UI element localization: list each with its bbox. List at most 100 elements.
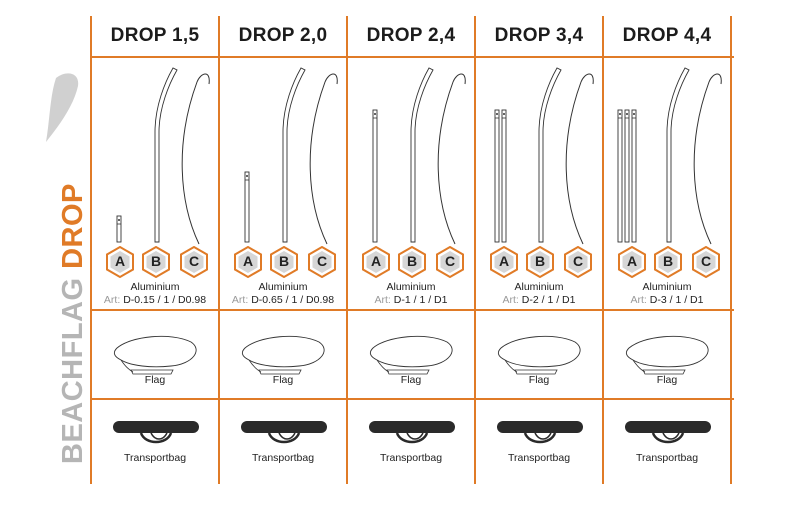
part-c-hex-icon: C xyxy=(435,246,465,278)
article-value: D-3 / 1 / D1 xyxy=(649,294,704,306)
flag-illustration xyxy=(369,335,453,375)
pole-a-segment xyxy=(624,109,630,243)
pole-b-curved xyxy=(154,67,178,243)
pole-a-segment xyxy=(494,109,500,243)
part-letter: B xyxy=(534,253,546,269)
column-divider xyxy=(346,16,348,484)
article-value: D-1 / 1 / D1 xyxy=(393,294,448,306)
part-badges: A B C xyxy=(347,246,475,278)
article-number: Art: D-1 / 1 / D1 xyxy=(347,294,475,306)
part-b-hex-icon: B xyxy=(397,246,427,278)
part-letter: A xyxy=(242,253,254,269)
article-label: Art: xyxy=(502,294,519,306)
part-letter: B xyxy=(406,253,418,269)
pole-a-segment xyxy=(501,109,507,243)
pole-c-arc xyxy=(565,73,594,245)
part-a-hex-icon: A xyxy=(233,246,263,278)
brand-sidebar: BEACHFLAG DROP xyxy=(0,0,90,500)
product-title: DROP 2,0 xyxy=(238,25,328,46)
flag-illustration xyxy=(625,335,709,375)
part-letter: C xyxy=(188,253,200,269)
part-a-hex-icon: A xyxy=(489,246,519,278)
part-letter: A xyxy=(114,253,126,269)
pole-a-segment xyxy=(631,109,637,243)
part-letter: B xyxy=(662,253,674,269)
flag-illustration xyxy=(241,335,325,375)
pole-b-curved xyxy=(538,67,562,243)
pole-a-segment xyxy=(617,109,623,243)
material-label: Aluminium xyxy=(130,281,180,293)
part-a-hex-icon: A xyxy=(617,246,647,278)
product-title: DROP 2,4 xyxy=(366,25,456,46)
part-c-hex-icon: C xyxy=(307,246,337,278)
flag-illustration xyxy=(497,335,581,375)
transportbag-illustration xyxy=(625,421,711,444)
pole-set-illustration xyxy=(372,67,466,245)
article-label: Art: xyxy=(103,294,121,306)
pole-b-curved xyxy=(666,67,690,243)
part-letter: A xyxy=(626,253,638,269)
pole-c-arc xyxy=(693,73,722,245)
article-value: D-0.15 / 1 / D0.98 xyxy=(123,294,207,306)
pole-c-arc xyxy=(437,73,466,245)
pole-c-arc xyxy=(181,73,210,245)
part-a-hex-icon: A xyxy=(105,246,135,278)
transportbag-label: Transportbag xyxy=(251,452,315,464)
row-divider xyxy=(90,398,734,400)
transportbag-illustration xyxy=(241,421,327,444)
column-divider xyxy=(90,16,92,484)
transportbag-illustration xyxy=(369,421,455,444)
article-number: Art: D-2 / 1 / D1 xyxy=(475,294,603,306)
part-letter: C xyxy=(316,253,328,269)
part-b-hex-icon: B xyxy=(653,246,683,278)
pole-b-curved xyxy=(410,67,434,243)
part-letter: C xyxy=(572,253,584,269)
pole-c-arc xyxy=(309,73,338,245)
transportbag-illustration xyxy=(113,421,199,444)
pole-set-illustration xyxy=(494,67,594,245)
transportbag-label: Transportbag xyxy=(635,452,699,464)
article-label: Art: xyxy=(231,294,249,306)
brand-word-drop: DROP xyxy=(57,183,89,269)
flag-label: Flag xyxy=(272,374,294,386)
transportbag-label: Transportbag xyxy=(123,452,187,464)
part-b-hex-icon: B xyxy=(269,246,299,278)
article-label: Art: xyxy=(630,294,647,306)
column-divider xyxy=(602,16,604,484)
pole-a-segment xyxy=(116,215,122,243)
part-letter: B xyxy=(150,253,162,269)
pole-a-segment xyxy=(372,109,378,243)
part-letter: C xyxy=(700,253,712,269)
material-label: Aluminium xyxy=(386,281,436,293)
part-c-hex-icon: C xyxy=(691,246,721,278)
pole-set-illustration xyxy=(116,67,210,245)
pole-a-segment xyxy=(244,171,250,243)
transportbag-label: Transportbag xyxy=(507,452,571,464)
brand-word-beachflag: BEACHFLAG xyxy=(57,269,89,464)
flag-illustration xyxy=(113,335,197,375)
part-a-hex-icon: A xyxy=(361,246,391,278)
flag-label: Flag xyxy=(528,374,550,386)
flag-label: Flag xyxy=(400,374,422,386)
part-b-hex-icon: B xyxy=(141,246,171,278)
article-number: Art: D-0.15 / 1 / D0.98 xyxy=(91,294,219,306)
part-c-hex-icon: C xyxy=(179,246,209,278)
pole-b-curved xyxy=(282,67,306,243)
column-divider xyxy=(474,16,476,484)
article-value: D-2 / 1 / D1 xyxy=(521,294,576,306)
product-title: DROP 4,4 xyxy=(622,25,712,46)
article-label: Art: xyxy=(374,294,391,306)
part-badges: A B C xyxy=(91,246,219,278)
part-letter: A xyxy=(370,253,382,269)
flag-label: Flag xyxy=(656,374,678,386)
article-value: D-0.65 / 1 / D0.98 xyxy=(251,294,335,306)
part-b-hex-icon: B xyxy=(525,246,555,278)
brand-vertical-text: BEACHFLAG DROP xyxy=(57,183,89,464)
